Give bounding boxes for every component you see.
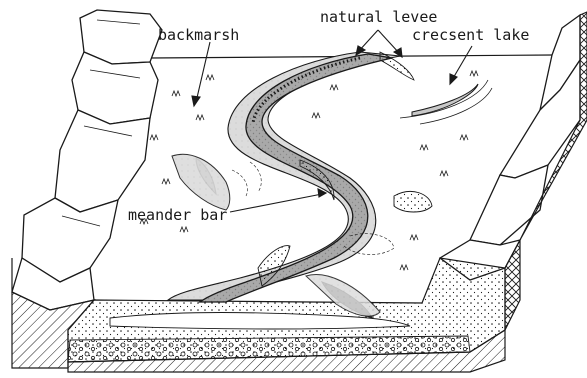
label-backmarsh: backmarsh — [158, 26, 239, 44]
label-natural-levee: natural levee — [320, 8, 437, 26]
label-crescent-lake: crecsent lake — [412, 26, 529, 44]
label-meander-bar: meander bar — [128, 206, 227, 224]
